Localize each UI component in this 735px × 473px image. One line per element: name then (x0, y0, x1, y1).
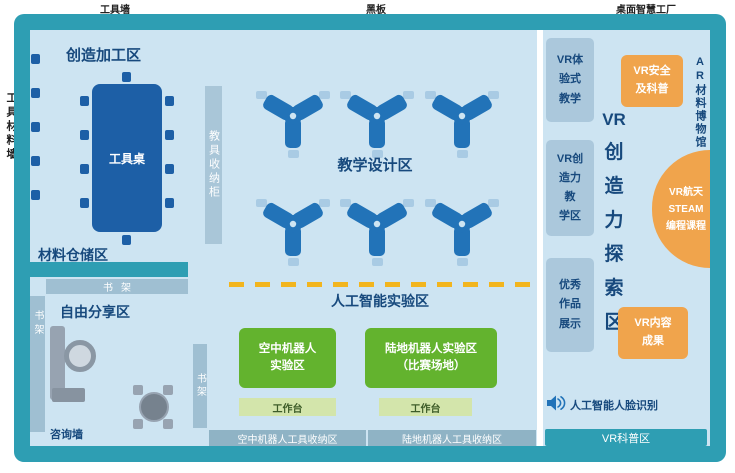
chair-icon (31, 156, 40, 166)
material-storage-title: 材料仓储区 (38, 247, 108, 263)
chair-icon (31, 190, 40, 200)
vr-safety-line: VR安全 (633, 65, 671, 78)
chair-icon (80, 96, 89, 106)
vr-creativity-line: 学区 (559, 210, 581, 223)
vr-title-line: 探 (604, 244, 624, 265)
chair-icon (163, 419, 173, 429)
bookshelf-vertical-right: 书架 (193, 344, 207, 428)
vr-content-line: 成果 (642, 335, 664, 347)
consult-wall-label: 咨询墙 (50, 429, 83, 441)
bookshelf-horizontal: 书架 (46, 279, 188, 294)
y-table (340, 91, 414, 158)
speaker-icon (547, 395, 566, 411)
round-table (139, 392, 169, 422)
free-share-title: 自由分享区 (60, 304, 130, 320)
tool-table: 工具桌 (92, 84, 162, 232)
chair-icon (31, 122, 40, 132)
ar-museum-label: AR材料博物馆 (694, 56, 706, 149)
vr-creativity-line: 教 (564, 191, 576, 203)
aerial-robot-lab-line1: 空中机器人 (258, 342, 317, 355)
chair-icon (133, 419, 143, 429)
y-table (425, 199, 499, 266)
vr-creativity-line: 造力 (559, 171, 581, 184)
chair-icon (163, 385, 173, 395)
excellent-works-box: 优秀 作品 展示 (546, 258, 594, 352)
y-table (256, 91, 330, 158)
vr-title-line: VR (602, 110, 626, 129)
chair-icon (122, 72, 131, 82)
teaching-aid-cabinet: 教具收纳柜 (205, 86, 222, 244)
chair-icon (31, 54, 40, 64)
vr-content-line: VR内容 (634, 317, 672, 330)
workbench-right: 工作台 (379, 398, 472, 416)
vr-title-line: 索 (604, 278, 624, 299)
ai-lab-title: 人工智能实验区 (331, 293, 429, 309)
aerial-robot-lab: 空中机器人 实验区 (239, 328, 336, 388)
land-robot-lab-line1: 陆地机器人实验区 (385, 342, 477, 355)
chair-icon (165, 164, 174, 174)
works-line: 作品 (559, 298, 581, 311)
chair-icon (80, 130, 89, 140)
y-table (256, 199, 330, 266)
chair-icon (165, 96, 174, 106)
vr-creativity-line: VR创 (556, 152, 584, 165)
land-tool-storage: 陆地机器人工具收纳区 (368, 430, 536, 446)
chair-icon (165, 130, 174, 140)
side-table (64, 340, 96, 372)
face-recognition-label: 人工智能人脸识别 (570, 400, 658, 412)
works-line: 优秀 (559, 279, 581, 292)
vr-title-line: 创 (604, 142, 624, 163)
zone-divider (537, 30, 543, 446)
vr-safety-line: 及科普 (635, 83, 669, 95)
chair-icon (165, 198, 174, 208)
label-tool-wall: 工具墙 (100, 5, 130, 16)
vr-content-box: VR内容 成果 (618, 307, 688, 359)
land-robot-lab-line2: （比赛场地） (396, 360, 466, 372)
vr-safety-box: VR安全 及科普 (621, 55, 683, 107)
works-line: 展示 (559, 317, 581, 330)
steam-line: VR航天 (669, 186, 703, 198)
y-table (425, 91, 499, 158)
vr-title-line: 造 (604, 176, 624, 197)
vr-title-line: 力 (604, 210, 624, 231)
storage-counter (30, 262, 188, 277)
bookshelf-vertical-left: 书架 (30, 296, 45, 432)
workbench-left: 工作台 (239, 398, 336, 416)
vr-experience-line: 验式 (559, 73, 581, 86)
label-blackboard: 黑板 (366, 5, 386, 16)
land-robot-lab: 陆地机器人实验区 （比赛场地） (365, 328, 497, 388)
steam-line: 编程课程 (666, 220, 706, 232)
steam-line: STEAM (668, 203, 704, 215)
aerial-tool-storage: 空中机器人工具收纳区 (209, 430, 366, 446)
vr-science-strip: VR科普区 (545, 429, 707, 446)
low-table (52, 388, 85, 402)
vr-exploration-title: VR 创 造 力 探 索 区 (592, 110, 636, 334)
aerial-robot-lab-line2: 实验区 (270, 360, 305, 372)
vr-experience-line: 教学 (559, 92, 581, 105)
y-table (340, 199, 414, 266)
chair-icon (31, 88, 40, 98)
sofa (50, 326, 65, 400)
zone-dashed-divider (229, 282, 535, 287)
label-desktop-smart-factory: 桌面智慧工厂 (616, 5, 676, 16)
chair-icon (80, 198, 89, 208)
vr-creativity-teaching-box: VR创 造力 教 学区 (546, 140, 594, 236)
vr-experience-line: VR体 (556, 54, 584, 67)
creation-zone-title: 创造加工区 (66, 47, 142, 64)
design-zone-title: 教学设计区 (337, 157, 413, 174)
vr-experience-teaching-box: VR体 验式 教学 (546, 38, 594, 122)
chair-icon (80, 164, 89, 174)
chair-icon (133, 385, 143, 395)
chair-icon (122, 235, 131, 245)
